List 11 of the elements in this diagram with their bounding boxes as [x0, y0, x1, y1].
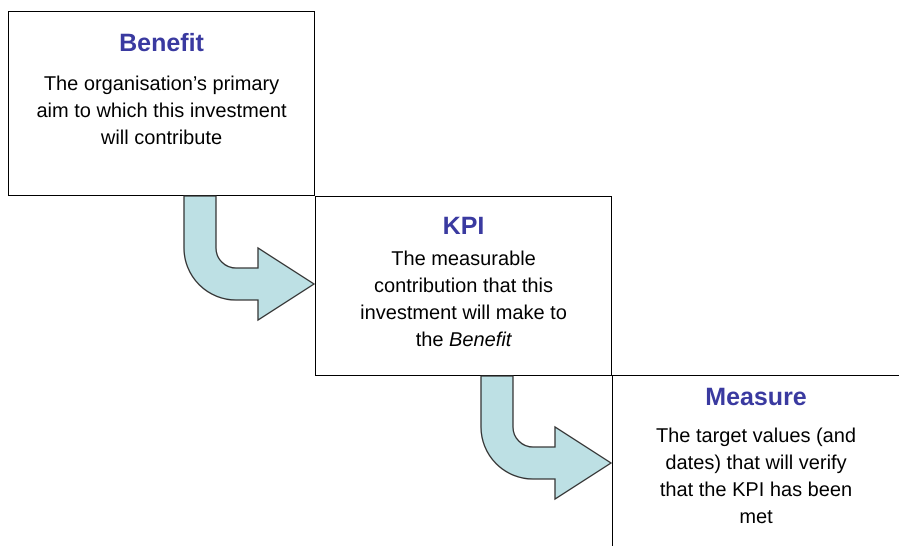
box-title: Benefit	[119, 28, 204, 59]
box-description: The organisation’s primary aim to which this investment will contribute	[35, 72, 288, 152]
text-box	[315, 196, 612, 376]
text-box	[8, 11, 315, 196]
curved-arrow	[183, 195, 315, 321]
box-title: KPI	[442, 211, 484, 242]
text-box	[612, 375, 899, 546]
curved-arrow	[480, 375, 612, 500]
box-description: The target values (and dates) that will verify that the KPI has been met	[654, 424, 858, 530]
box-title: Measure	[705, 382, 807, 413]
box-description: The measurable contribution that this investment will make to the Benefit	[359, 247, 568, 354]
